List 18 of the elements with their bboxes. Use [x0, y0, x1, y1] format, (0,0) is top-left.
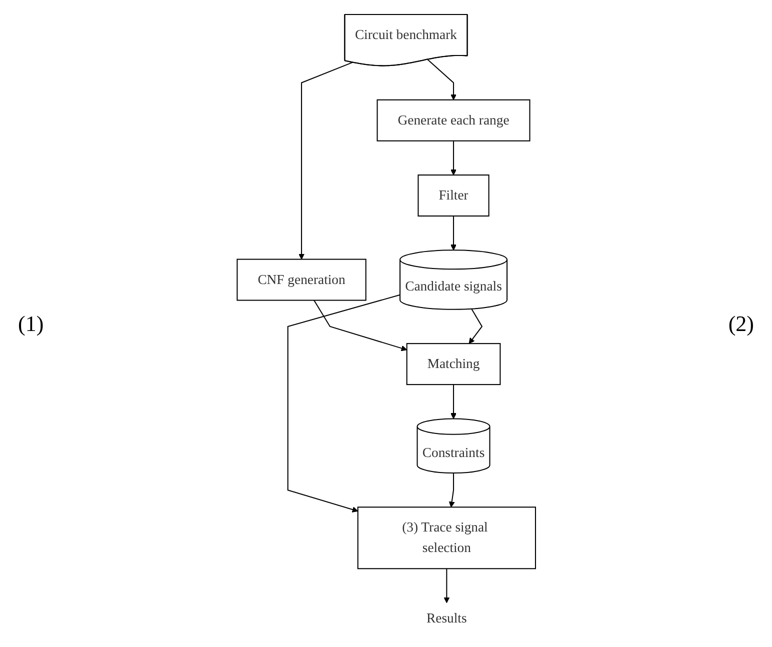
node-box: (3) Trace signal selection: [357, 506, 536, 569]
arrow: [448, 472, 454, 507]
node-box: Matching: [406, 342, 500, 385]
group-number: (2): [727, 310, 755, 336]
node-text: Results: [426, 610, 466, 626]
arrow: [450, 140, 456, 175]
arrow: [287, 294, 400, 512]
node-box: CNF generation: [236, 258, 366, 300]
arrow: [443, 568, 450, 603]
arrow: [450, 216, 456, 250]
arrow: [450, 384, 456, 418]
arrow: [468, 308, 482, 344]
arrow: [313, 300, 407, 351]
group-number: (1): [17, 310, 45, 336]
arrow: [298, 61, 352, 260]
node-box: Filter: [417, 174, 489, 216]
node-box: Generate each range: [376, 98, 530, 141]
arrow: [427, 58, 456, 100]
